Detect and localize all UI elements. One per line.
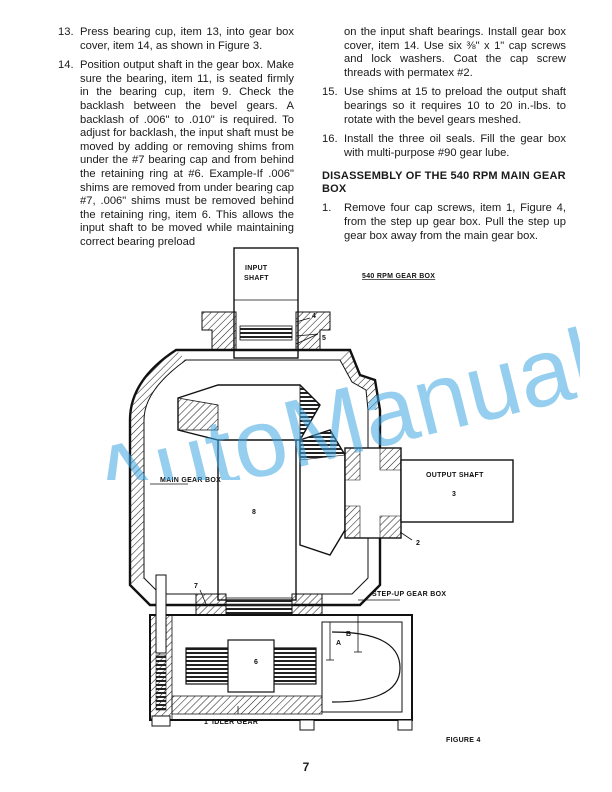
oil-seal	[239, 325, 293, 341]
step-14: 14. Position output shaft in the gear bo…	[58, 59, 294, 249]
step-number: 15.	[322, 86, 338, 99]
step-text: Press bearing cup, item 13, into gear bo…	[80, 26, 294, 52]
right-text-column: on the input shaft bearings. Install gea…	[322, 26, 566, 249]
step-text: Position output shaft in the gear box. M…	[80, 59, 294, 248]
callout-A: A	[336, 640, 341, 647]
step-number: 16.	[322, 133, 338, 146]
callout-4: 4	[312, 313, 316, 320]
callout-1: 1	[204, 719, 208, 726]
page-number: 7	[302, 760, 310, 774]
callout-3: 3	[452, 491, 456, 498]
input-shaft-label-line2: SHAFT	[244, 275, 269, 282]
callout-5: 5	[322, 335, 326, 342]
step-15: 15. Use shims at 15 to preload the outpu…	[322, 86, 566, 127]
figure-caption: FIGURE 4	[446, 737, 481, 744]
main-gear-box-label: MAIN GEAR BOX	[160, 477, 221, 484]
callout-2: 2	[416, 540, 420, 547]
idler-gear-label: IDLER GEAR	[212, 719, 258, 726]
step-14-continuation: on the input shaft bearings. Install gea…	[344, 26, 566, 79]
step-13: 13. Press bearing cup, item 13, into gea…	[58, 26, 294, 53]
callout-7: 7	[194, 583, 198, 590]
output-shaft	[400, 459, 514, 523]
callout-B: B	[346, 631, 351, 638]
output-shaft-label: OUTPUT SHAFT	[426, 472, 484, 479]
step-number: 1.	[322, 202, 332, 215]
top-bearing-cap	[201, 311, 237, 351]
step-text: Install the three oil seals. Fill the ge…	[344, 133, 566, 159]
gear-box-diagram: INPUT SHAFT 540 RPM GEAR BOX OUTPUT SHAF…	[128, 247, 514, 744]
cap-screw-head	[151, 715, 171, 727]
callout-8: 8	[252, 509, 256, 516]
step-number: 13.	[58, 26, 74, 38]
cap-screw	[155, 574, 167, 654]
left-text-column: 13. Press bearing cup, item 13, into gea…	[58, 26, 294, 256]
step-text: Use shims at 15 to preload the output sh…	[344, 86, 566, 126]
section-heading: DISASSEMBLY OF THE 540 RPM MAIN GEAR BOX	[322, 170, 566, 196]
callout-6: 6	[254, 659, 258, 666]
step-16: 16. Install the three oil seals. Fill th…	[322, 133, 566, 160]
step-text: Remove four cap screws, item 1, Figure 4…	[344, 202, 566, 242]
step-number: 14.	[58, 59, 74, 72]
disassembly-step-1: 1. Remove four cap screws, item 1, Figur…	[322, 202, 566, 243]
input-shaft-label: INPUT	[245, 265, 268, 272]
step-up-gear-box-label: STEP-UP GEAR BOX	[372, 591, 446, 598]
figure-title: 540 RPM GEAR BOX	[362, 273, 435, 280]
